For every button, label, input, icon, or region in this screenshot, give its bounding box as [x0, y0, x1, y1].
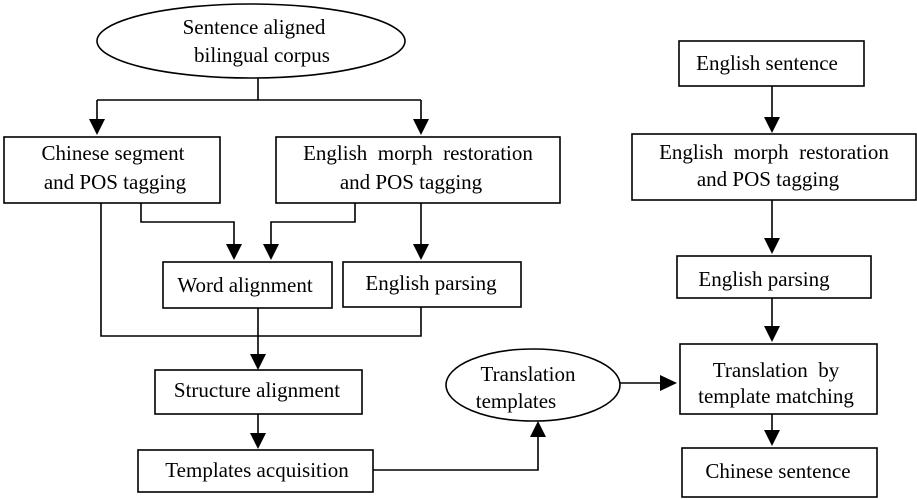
word-alignment-label: Word alignment: [177, 273, 313, 297]
node-structure-alignment: Structure alignment: [154, 369, 363, 415]
template-matching-line-1: Translation by: [713, 358, 840, 382]
node-word-alignment: Word alignment: [162, 261, 333, 309]
chinese-sentence-label: Chinese sentence: [705, 459, 850, 483]
node-template-matching: Translation by template matching: [679, 343, 878, 415]
chinese-segment-line-2: and POS tagging: [44, 170, 187, 194]
english-morph-left-line-2: and POS tagging: [340, 170, 483, 194]
chinese-sentence-box: [681, 447, 878, 498]
arrowhead: [250, 354, 266, 370]
node-english-morph-right: English morph restoration and POS taggin…: [631, 133, 917, 201]
english-morph-left-line-1: English morph restoration: [303, 141, 533, 165]
arrowhead: [764, 238, 780, 254]
english-morph-right-box: [631, 133, 917, 201]
arrowhead: [413, 119, 429, 135]
arrowhead: [263, 244, 279, 260]
english-parsing-right-box: [676, 255, 872, 299]
english-morph-right-line-1: English morph restoration: [659, 140, 889, 164]
template-matching-box: [679, 343, 878, 415]
node-sentence-aligned-corpus: Sentence aligned bilingual corpus: [96, 3, 406, 79]
arrowhead: [530, 421, 546, 437]
translation-templates-line-1: Translation: [481, 362, 576, 386]
english-morph-right-line-2: and POS tagging: [697, 167, 840, 191]
translation-templates-line-2: templates: [476, 389, 556, 413]
arrowhead: [250, 433, 266, 449]
node-translation-templates: Translation templates: [445, 348, 621, 422]
english-parsing-left-box: [342, 261, 522, 308]
arrowhead: [226, 244, 242, 260]
corpus-line-2: bilingual corpus: [194, 43, 330, 67]
edge-english-morph-to-word-alignment: [270, 203, 356, 249]
translation-templates-ellipse: [445, 348, 621, 422]
edge-chinese-to-word-alignment: [140, 203, 235, 249]
edge-acquisition-to-templates: [373, 433, 539, 471]
english-sentence-box: [678, 40, 865, 87]
connectors: [96, 78, 773, 471]
chinese-segment-line-1: Chinese segment: [42, 141, 185, 165]
arrowhead: [764, 326, 780, 342]
corpus-line-1: Sentence aligned: [183, 15, 326, 39]
edge-merge-to-structure-alignment: [100, 203, 422, 354]
structure-alignment-label: Structure alignment: [174, 378, 340, 402]
node-english-morph-left: English morph restoration and POS taggin…: [275, 136, 561, 204]
edge-corpus-split: [96, 78, 422, 124]
english-morph-left-box: [275, 136, 561, 204]
english-parsing-left-label: English parsing: [365, 271, 497, 295]
corpus-ellipse: [96, 3, 406, 79]
node-english-parsing-right: English parsing: [676, 255, 872, 299]
english-parsing-right-label: English parsing: [698, 267, 830, 291]
english-sentence-label: English sentence: [696, 51, 838, 75]
node-chinese-segment: Chinese segment and POS tagging: [3, 136, 221, 204]
arrowhead: [89, 119, 105, 135]
node-english-sentence: English sentence: [678, 40, 865, 87]
arrowhead: [764, 430, 780, 446]
node-chinese-sentence: Chinese sentence: [681, 447, 878, 498]
node-english-parsing-left: English parsing: [342, 261, 522, 308]
arrowhead: [660, 375, 677, 391]
arrowhead: [764, 117, 780, 133]
template-matching-line-2: template matching: [698, 384, 854, 408]
arrowheads: [89, 117, 780, 449]
templates-acquisition-label: Templates acquisition: [165, 458, 349, 482]
arrowhead: [413, 244, 429, 260]
templates-acquisition-box: [137, 449, 374, 493]
word-alignment-box: [162, 261, 333, 309]
chinese-segment-box: [3, 136, 221, 204]
structure-alignment-box: [154, 369, 363, 415]
node-templates-acquisition: Templates acquisition: [137, 449, 374, 493]
